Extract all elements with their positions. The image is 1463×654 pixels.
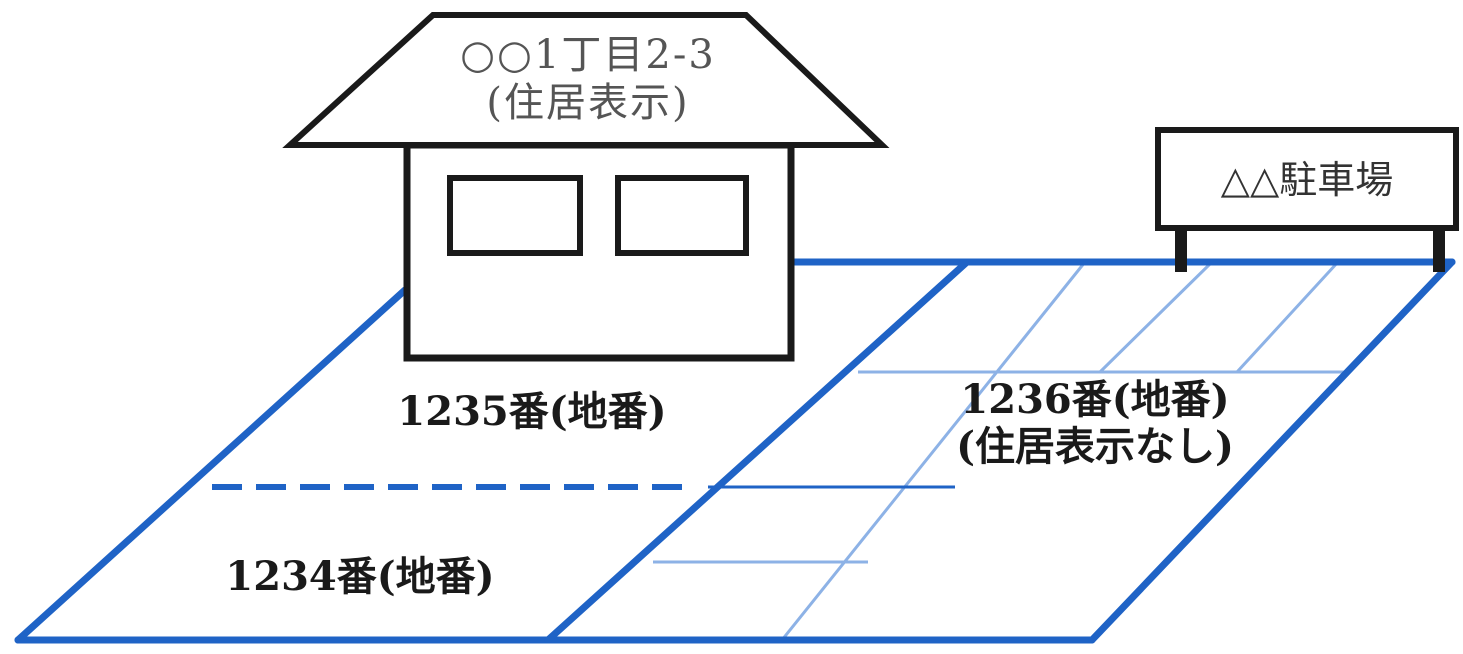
parking-stall-lines bbox=[653, 260, 1345, 641]
parking-divider-line bbox=[780, 261, 1087, 641]
lot-boundary-left bbox=[14, 286, 409, 644]
house-address: ○○1丁目2-3 bbox=[460, 32, 716, 78]
house-window-right bbox=[615, 175, 749, 256]
parking-divider-line bbox=[1235, 260, 1340, 374]
lot-1234-label: 1234番(地番) bbox=[225, 553, 494, 600]
parking-divider-line bbox=[1098, 260, 1214, 374]
house-address-note: (住居表示) bbox=[486, 80, 689, 126]
lot-1236-note: (住居表示なし) bbox=[956, 423, 1234, 470]
house-roof bbox=[282, 12, 890, 148]
lot-boundaries bbox=[14, 258, 1456, 644]
lot-boundary-right bbox=[1088, 258, 1456, 644]
sign-post-left bbox=[1175, 226, 1187, 272]
lot-1235-label: 1235番(地番) bbox=[397, 388, 666, 435]
sign-label: △△駐車場 bbox=[1221, 158, 1393, 202]
lot-boundary-middle bbox=[544, 258, 971, 644]
house: ○○1丁目2-3 (住居表示) bbox=[282, 12, 890, 362]
parking-sign: △△駐車場 bbox=[1155, 127, 1459, 272]
sign-post-right bbox=[1433, 226, 1445, 272]
house-window-left bbox=[447, 175, 583, 256]
sign-board bbox=[1155, 127, 1459, 231]
lot-1236-label: 1236番(地番) bbox=[960, 376, 1229, 423]
